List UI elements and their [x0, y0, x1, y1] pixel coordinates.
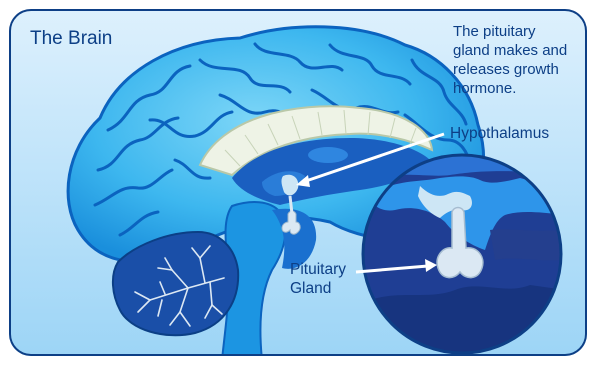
pituitary-stalk	[290, 196, 292, 214]
pituitary-label-line-2: Gland	[290, 280, 331, 297]
title: The Brain	[30, 28, 112, 49]
note-line-1: The pituitary	[453, 23, 536, 40]
hypothalamus-label: Hypothalamus	[450, 125, 549, 142]
pituitary-label-line-1: Pituitary	[290, 261, 346, 278]
note-line-4: hormone.	[453, 80, 516, 97]
note-line-3: releases growth	[453, 61, 559, 78]
ventricle-highlight	[308, 147, 348, 163]
note-line-2: gland makes and	[453, 42, 567, 59]
